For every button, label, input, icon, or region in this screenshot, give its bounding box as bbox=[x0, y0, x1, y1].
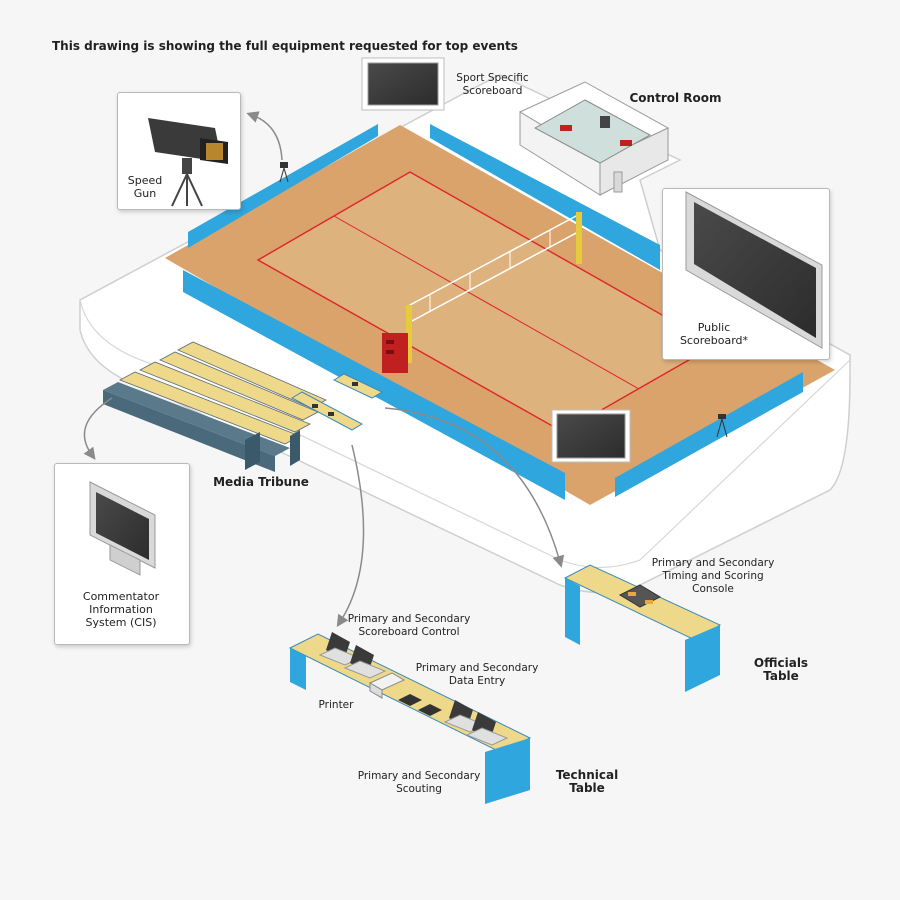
control-room bbox=[518, 81, 670, 196]
officials-table-label: Officials Table bbox=[753, 656, 809, 683]
media-tribune bbox=[103, 341, 327, 472]
speed-gun-mini bbox=[279, 162, 289, 183]
floor-scoreboard-monitor bbox=[551, 409, 631, 463]
cis-label: Commentator Information System (CIS) bbox=[82, 590, 160, 629]
media-tribune-label: Media Tribune bbox=[213, 475, 309, 489]
technical-table-label: Technical Table bbox=[555, 768, 619, 795]
page-title: This drawing is showing the full equipme… bbox=[52, 39, 518, 53]
timing-console-label: Primary and Secondary Timing and Scoring… bbox=[651, 557, 775, 595]
sport-scoreboard-label: Sport Specific Scoreboard bbox=[456, 72, 529, 97]
tripod-mini bbox=[716, 414, 728, 438]
scouting-label: Primary and Secondary Scouting bbox=[357, 770, 481, 795]
control-room-label: Control Room bbox=[629, 91, 722, 105]
center-line bbox=[333, 215, 640, 390]
scoreboard-control-label: Primary and Secondary Scoreboard Control bbox=[347, 613, 471, 638]
technical-table bbox=[288, 632, 532, 804]
connector-arrows bbox=[83, 111, 565, 628]
court-side-tables bbox=[290, 373, 384, 431]
printer-label: Printer bbox=[318, 699, 354, 711]
volleyball-net bbox=[382, 212, 582, 373]
public-scoreboard-label: Public Scoreboard* bbox=[679, 321, 749, 347]
blue-bands bbox=[183, 124, 803, 500]
officials-table bbox=[563, 564, 722, 692]
speed-gun-label: Speed Gun bbox=[127, 174, 163, 200]
data-entry-label: Primary and Secondary Data Entry bbox=[415, 662, 539, 687]
sport-scoreboard-monitor bbox=[361, 57, 445, 111]
